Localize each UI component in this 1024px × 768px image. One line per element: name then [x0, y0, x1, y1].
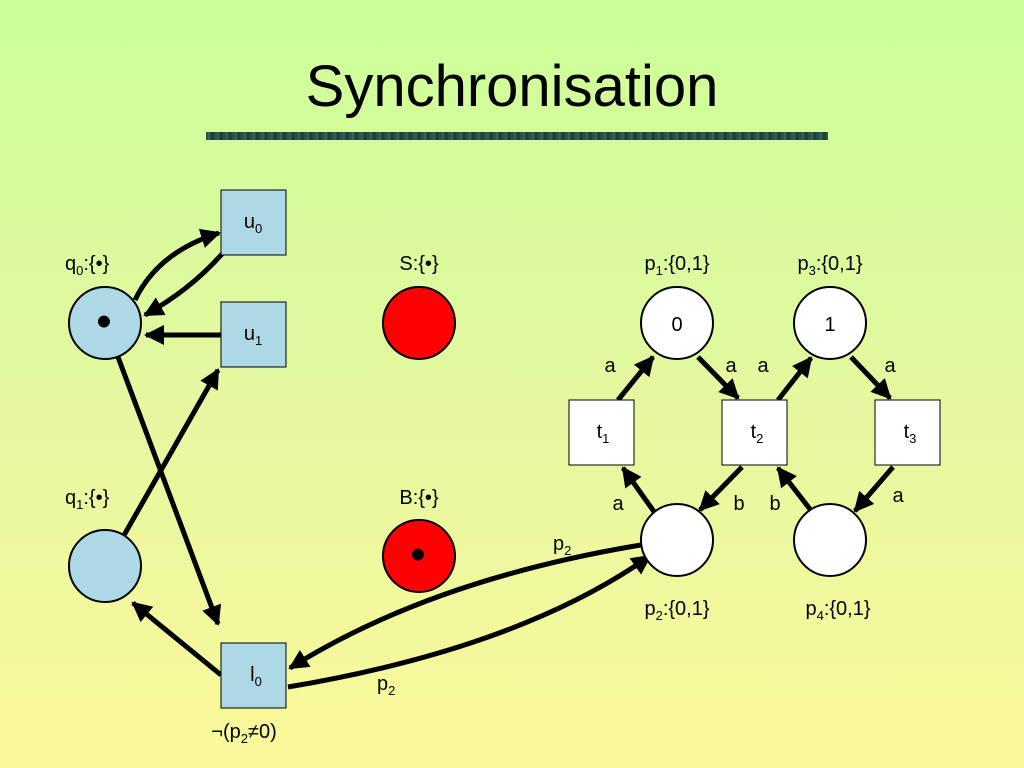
place-p1: 0 p1:{0,1}	[640, 253, 714, 360]
transition-t3-box	[874, 399, 941, 466]
place-p4: p4:{0,1}	[793, 503, 871, 623]
arc-u0-q0	[143, 252, 224, 318]
place-q0-circle	[68, 286, 142, 360]
place-q0: • q0:{•}	[65, 253, 142, 360]
arc-label-p3-t3: a	[884, 355, 896, 377]
arc-label-t1-p1: a	[604, 355, 616, 377]
arcs	[115, 228, 895, 690]
arc-l0-p2	[287, 553, 652, 690]
transition-u0: u0	[220, 189, 287, 256]
slide-title: Synchronisation	[305, 54, 719, 119]
place-q1: q1:{•}	[65, 487, 142, 603]
transition-t2-box	[721, 399, 788, 466]
title-underline	[206, 132, 828, 140]
transition-u1: u1	[220, 301, 287, 368]
place-p4-label: p4:{0,1}	[805, 598, 870, 623]
arc-label-p2-l0: p2	[553, 533, 571, 558]
transition-t1-box	[568, 399, 635, 466]
arc-t2-p2	[698, 465, 744, 512]
place-p3-label: p3:{0,1}	[797, 253, 862, 278]
arc-p2-t1	[620, 466, 658, 515]
place-p2-circle	[640, 503, 714, 577]
arc-p2-l0	[288, 542, 642, 671]
arc-p1-t2	[696, 355, 740, 400]
transition-t2-label: t2	[751, 421, 764, 446]
place-B-circle	[382, 519, 456, 593]
place-q1-circle	[68, 529, 142, 603]
place-q0-token: •	[96, 297, 111, 346]
place-p3-value: 1	[824, 314, 835, 336]
place-p1-label: p1:{0,1}	[644, 253, 709, 278]
place-p1-circle	[640, 286, 714, 360]
transition-t2: t2	[721, 399, 788, 466]
arc-labels: a a a a a b b a p2 p2	[377, 355, 904, 698]
arc-p4-t2	[776, 466, 815, 515]
place-p2-label: p2:{0,1}	[644, 598, 709, 623]
arc-q1-u1	[120, 368, 221, 539]
place-S-circle	[382, 286, 456, 360]
transition-u0-box	[220, 189, 287, 256]
arc-label-p1-t2: a	[725, 355, 737, 377]
place-p4-circle	[793, 503, 867, 577]
place-q1-label: q1:{•}	[65, 487, 110, 512]
place-p3-circle	[793, 286, 867, 360]
place-q0-label: q0:{•}	[65, 253, 110, 278]
place-B-label: B:{•}	[399, 487, 439, 509]
place-B-token: •	[410, 530, 425, 579]
transition-l0-label: l0	[250, 664, 262, 689]
arc-l0-q1	[131, 601, 223, 677]
transition-l0-guard: ¬(p2≠0)	[211, 721, 276, 746]
arc-q0-u0	[132, 228, 221, 302]
transition-t3-label: t3	[904, 421, 917, 446]
arc-label-t2-p3: a	[757, 355, 769, 377]
transition-t1: t1	[568, 399, 635, 466]
place-S: S:{•}	[382, 253, 456, 360]
transition-u1-box	[220, 301, 287, 368]
transition-l0-box	[220, 642, 287, 709]
place-p2: p2:{0,1}	[640, 503, 714, 623]
transition-l0: l0 ¬(p2≠0)	[211, 642, 287, 746]
place-p1-value: 0	[671, 314, 682, 336]
place-S-label: S:{•}	[399, 253, 439, 275]
arc-t3-p4	[853, 465, 895, 513]
arc-label-t2-p2: b	[733, 493, 744, 515]
arc-label-p2-t1: a	[612, 493, 624, 515]
arc-t2-p3	[776, 356, 813, 402]
transition-t1-label: t1	[597, 421, 610, 446]
arc-t1-p1	[616, 355, 655, 402]
arc-q0-l0	[115, 356, 222, 626]
arc-p3-t3	[849, 355, 892, 400]
transition-u1-label: u1	[244, 323, 262, 348]
place-p3: 1 p3:{0,1}	[793, 253, 867, 360]
arc-label-p4-t2: b	[769, 493, 780, 515]
place-B: • B:{•}	[382, 487, 456, 593]
arc-label-l0-p2: p2	[377, 673, 395, 698]
arc-label-t3-p4: a	[892, 485, 904, 507]
transition-u0-label: u0	[244, 211, 262, 236]
transition-t3: t3	[874, 399, 941, 466]
